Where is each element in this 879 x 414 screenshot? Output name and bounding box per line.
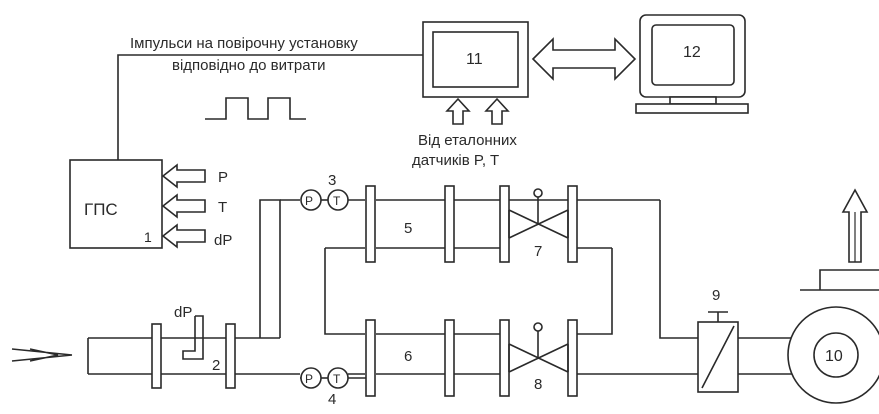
lower-flange — [499, 319, 510, 397]
pulses-label-line2: відповідно до витрати — [172, 57, 325, 74]
inlet-pipe — [87, 337, 300, 375]
temperature-input-arrow-icon — [161, 193, 206, 219]
reference-sensors-label-line1: Від еталонних — [418, 132, 517, 149]
lower-flange — [567, 319, 578, 397]
pressure-input-arrow-icon — [161, 163, 206, 189]
label-7: 7 — [534, 243, 542, 260]
temperature-sensor-label: T — [333, 194, 341, 208]
blower-10 — [787, 269, 879, 404]
reference-sensors-label-line2: датчиків P, T — [412, 152, 499, 169]
label-2: 2 — [212, 357, 220, 374]
flow-meter-9 — [697, 311, 739, 393]
inlet-flow-arrow-icon — [11, 348, 73, 362]
dp-probe-label: dP — [174, 304, 192, 321]
outlet-collector — [659, 200, 698, 339]
gps-label: ГПС — [84, 200, 118, 219]
upper-valve — [508, 188, 569, 239]
inlet-flange — [151, 323, 162, 389]
pulses-label-line1: Імпульси на повірочну установку — [130, 35, 358, 52]
ref-input-arrow-icon — [445, 97, 471, 125]
upper-flange — [499, 185, 510, 263]
dp-probe — [182, 315, 204, 360]
dp-input-arrow-icon — [161, 223, 206, 249]
pressure-sensor-label: P — [305, 372, 313, 386]
block-11-label: 11 — [466, 51, 483, 68]
ref-input-arrow-icon — [484, 97, 510, 125]
lower-valve — [508, 322, 569, 373]
label-5: 5 — [404, 220, 412, 237]
upper-flange — [444, 185, 455, 263]
lower-flange — [365, 319, 376, 397]
upper-flange — [567, 185, 578, 263]
inlet-flange — [225, 323, 236, 389]
bypass-connector — [324, 248, 613, 335]
label-3: 3 — [328, 172, 336, 189]
label-6: 6 — [404, 348, 412, 365]
gps-input-p-label: P — [218, 169, 228, 186]
gps-input-t-label: T — [218, 199, 227, 216]
block-11-processing-unit — [422, 21, 529, 98]
upper-measuring-line — [280, 199, 660, 249]
upper-branch-riser — [259, 199, 281, 338]
bidirectional-arrow-icon — [531, 37, 637, 81]
pulse-waveform-icon — [205, 97, 306, 120]
temperature-sensor-label: T — [333, 372, 341, 386]
pressure-sensor-label: P — [305, 194, 313, 208]
block-12-monitor — [635, 14, 749, 114]
label-8: 8 — [534, 376, 542, 393]
lower-measuring-line — [348, 333, 698, 375]
pulse-signal-line — [117, 54, 423, 160]
label-9: 9 — [712, 287, 720, 304]
upper-flange — [365, 185, 376, 263]
gps-block — [69, 159, 163, 249]
label-10: 10 — [825, 348, 843, 365]
gps-input-dp-label: dP — [214, 232, 232, 249]
lower-flange — [444, 319, 455, 397]
block-12-label: 12 — [683, 44, 701, 61]
label-4: 4 — [328, 391, 336, 408]
gps-number: 1 — [144, 229, 152, 245]
